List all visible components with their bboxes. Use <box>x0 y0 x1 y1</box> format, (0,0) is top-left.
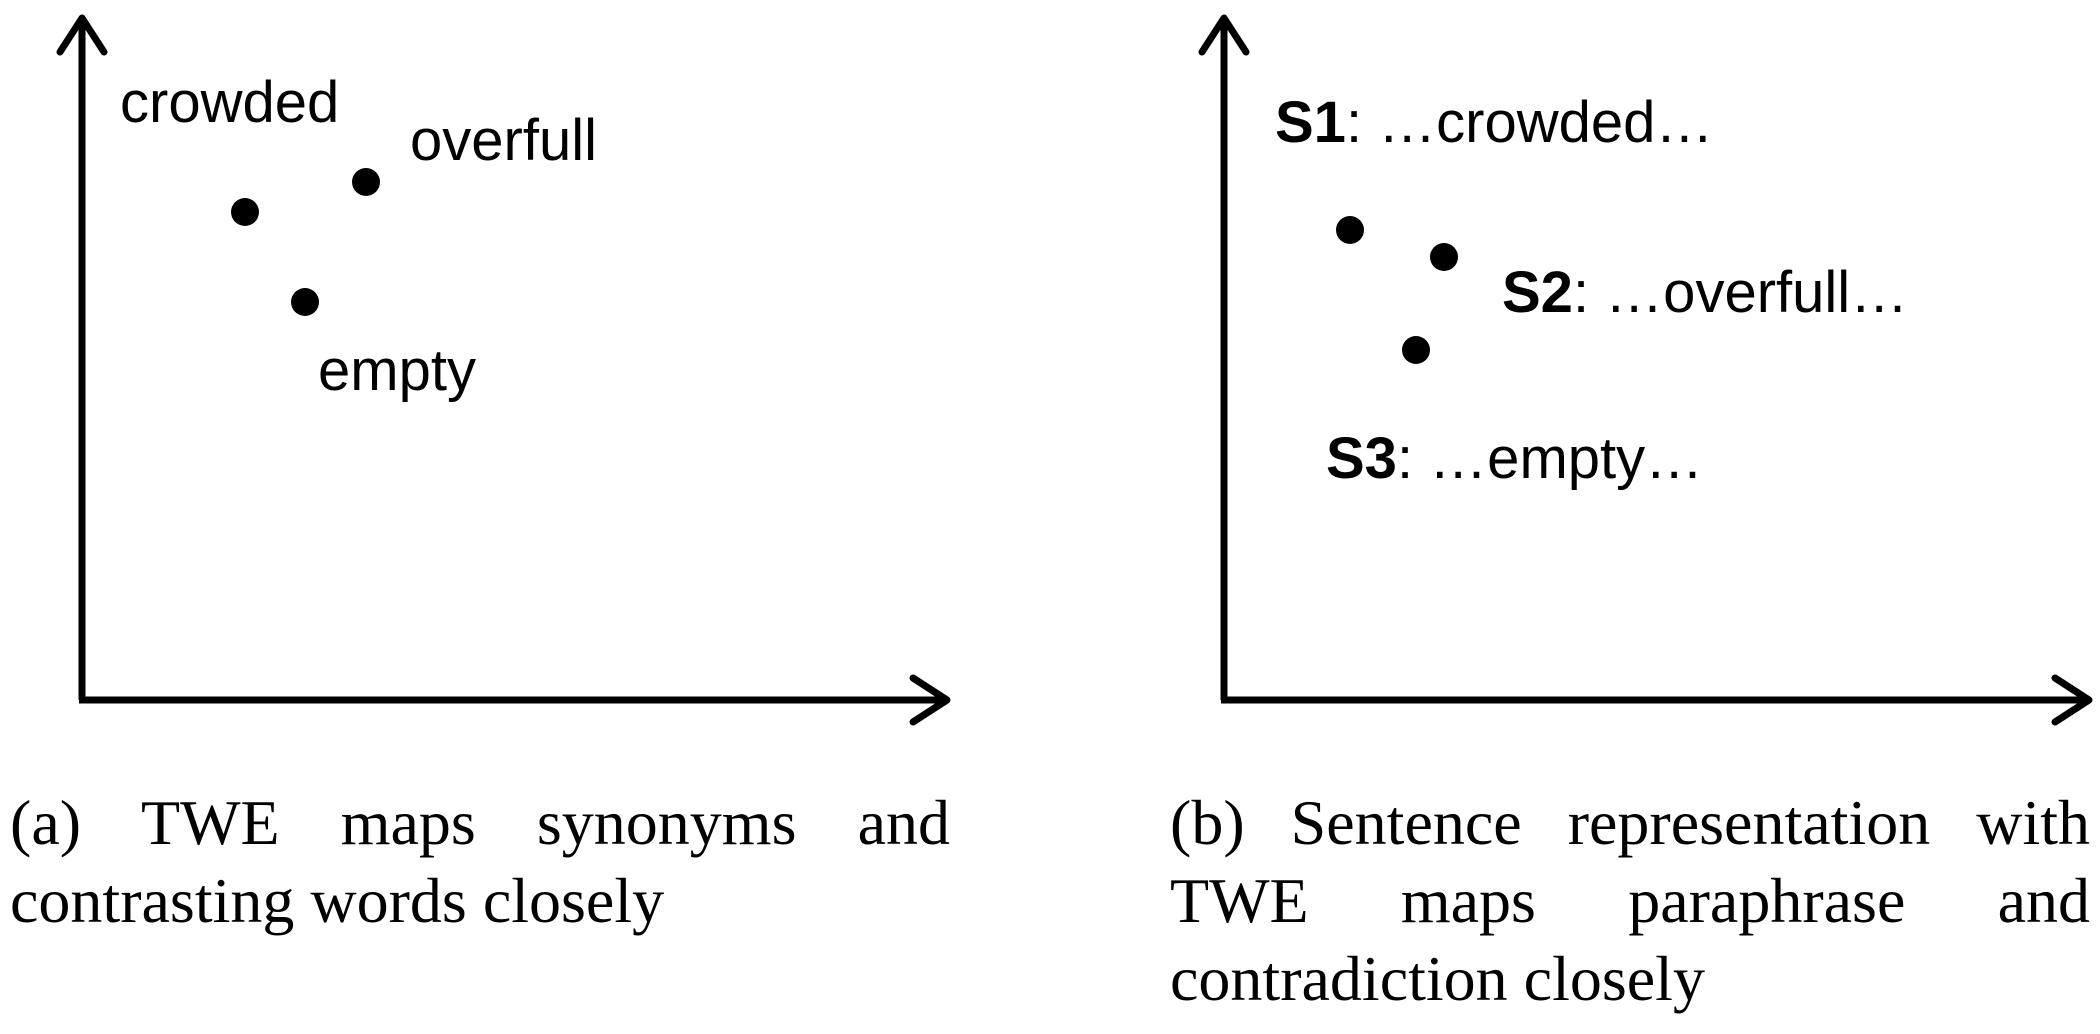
label-s3: S3: …empty… <box>1326 426 1703 491</box>
label-s3-id: S3 <box>1326 426 1397 491</box>
label-s1-text: : …crowded… <box>1346 90 1713 155</box>
panel-a-axes <box>56 14 951 726</box>
panel-b-axes <box>1198 14 2093 726</box>
point-crowded <box>231 198 259 226</box>
panel-a-x-arrowhead <box>909 674 951 726</box>
label-overfull: overfull <box>410 108 597 173</box>
label-empty: empty <box>318 338 476 403</box>
caption-b: (b) Sentence representation with TWE map… <box>1170 787 2090 1014</box>
label-s3-text: : …empty… <box>1397 426 1703 491</box>
panel-a-points: crowded overfull empty <box>120 70 597 403</box>
label-crowded: crowded <box>120 70 339 135</box>
panel-b-points: S1: …crowded… S2: …overfull… S3: …empty… <box>1275 90 1908 491</box>
point-s2 <box>1430 243 1458 271</box>
panel-b-x-arrowhead <box>2051 674 2093 726</box>
point-overfull <box>352 168 380 196</box>
point-s3 <box>1402 336 1430 364</box>
label-s2: S2: …overfull… <box>1502 260 1908 325</box>
label-s2-id: S2 <box>1502 260 1573 325</box>
point-s1 <box>1336 216 1364 244</box>
label-s2-text: : …overfull… <box>1573 260 1908 325</box>
panel-a-y-arrowhead <box>56 14 108 56</box>
point-empty <box>291 288 319 316</box>
label-s1-id: S1 <box>1275 90 1346 155</box>
label-s1: S1: …crowded… <box>1275 90 1713 155</box>
panel-b-y-arrowhead <box>1198 14 1250 56</box>
caption-a: (a) TWE maps synonyms and contrasting wo… <box>10 787 950 936</box>
